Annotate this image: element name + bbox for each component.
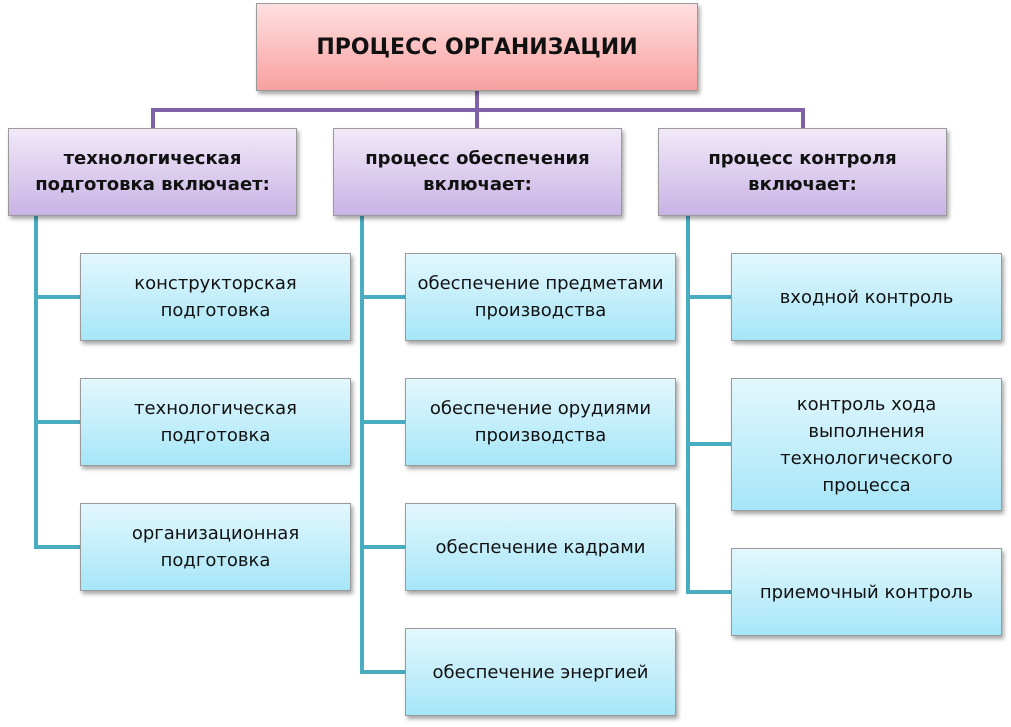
child-label: обеспечение энергией (432, 661, 649, 683)
child-node: обеспечение предметами производства (405, 253, 676, 341)
child-node: входной контроль (731, 253, 1002, 341)
header-supply-process: процесс обеспечения включает: (333, 128, 622, 216)
child-label: технологическая подготовка (133, 398, 297, 446)
header-technological-preparation: технологическая подготовка включает: (8, 128, 297, 216)
header-label: процесс контроля включает: (708, 148, 897, 195)
child-label: обеспечение орудиями производства (429, 398, 652, 446)
child-label: обеспечение кадрами (435, 536, 646, 558)
child-label: контроль хода выполнения технологическог… (780, 393, 953, 496)
child-node: приемочный контроль (731, 548, 1002, 636)
child-node: организационная подготовка (80, 503, 351, 591)
child-node: обеспечение орудиями производства (405, 378, 676, 466)
child-label: обеспечение предметами производства (417, 273, 664, 321)
root-label: ПРОЦЕСС ОРГАНИЗАЦИИ (316, 34, 638, 60)
child-node: обеспечение кадрами (405, 503, 676, 591)
header-label: процесс обеспечения включает: (365, 148, 590, 195)
child-node: обеспечение энергией (405, 628, 676, 716)
child-node: технологическая подготовка (80, 378, 351, 466)
child-node: конструкторская подготовка (80, 253, 351, 341)
child-label: организационная подготовка (131, 523, 300, 571)
header-control-process: процесс контроля включает: (658, 128, 947, 216)
child-label: входной контроль (779, 286, 954, 308)
child-label: приемочный контроль (759, 581, 974, 603)
child-node: контроль хода выполнения технологическог… (731, 378, 1002, 511)
header-label: технологическая подготовка включает: (35, 148, 270, 195)
child-label: конструкторская подготовка (134, 273, 297, 321)
root-node: ПРОЦЕСС ОРГАНИЗАЦИИ (256, 3, 698, 91)
